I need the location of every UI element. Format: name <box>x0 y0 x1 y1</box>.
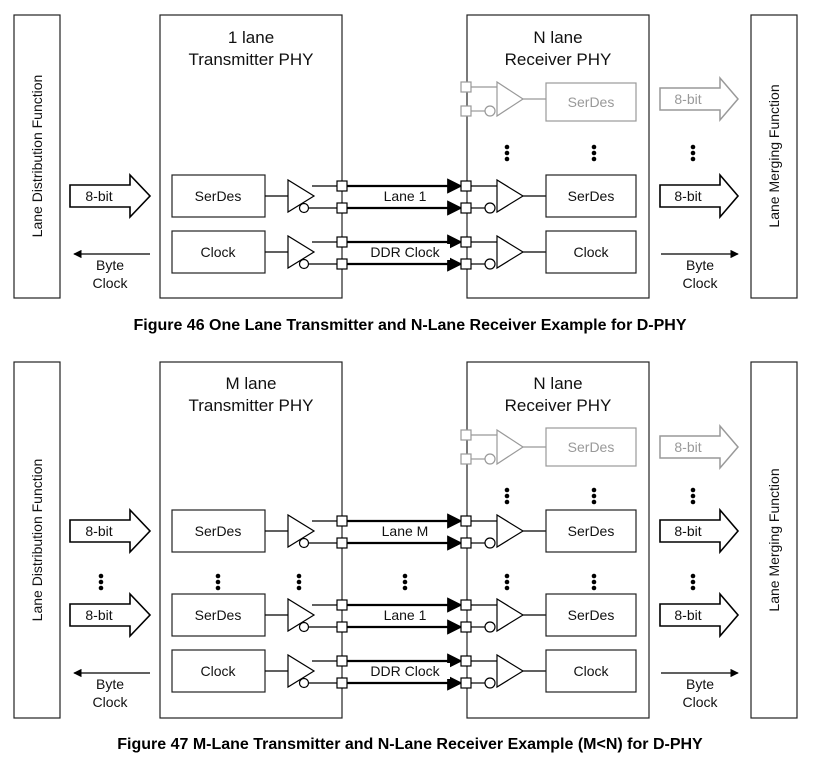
lane-distribution-label-2: Lane Distribution Function <box>29 459 45 622</box>
tx-serdes <box>171 174 266 218</box>
rx-clock <box>545 230 637 274</box>
rx-phy-title-1-2: N lane <box>533 374 582 393</box>
svg-text:SerDes: SerDes <box>195 523 242 539</box>
ellipsis-dots-2 <box>98 487 696 591</box>
tx-phy-title-1-2: M lane <box>225 374 276 393</box>
svg-text:Clock: Clock <box>200 663 236 679</box>
rx-phy-title-1: N lane <box>533 28 582 47</box>
svg-text:Byte: Byte <box>686 676 714 692</box>
tx-phy-title-1: 1 lane <box>228 28 274 47</box>
lane-m-label: Lane M <box>382 523 429 539</box>
rx-greyed-serdes-label-2: SerDes <box>568 439 615 455</box>
byte-clock-left-2: Byte Clock <box>73 668 150 710</box>
tx-serdes-label: SerDes <box>195 188 242 204</box>
lane-distribution-block-2 <box>13 361 61 719</box>
out-8bit-arrow: 8-bit <box>659 172 740 220</box>
tx-clock <box>171 230 266 274</box>
tx-phy-title-2-2: Transmitter PHY <box>188 396 313 415</box>
in-8bit-arrow: 8-bit <box>69 173 152 219</box>
rx-serdes-label: SerDes <box>568 188 615 204</box>
figure-46: Lane Distribution Function Lane Merging … <box>13 14 798 334</box>
byte-clock-right: Byte Clock <box>661 249 739 291</box>
rx-greyed-lane: SerDes <box>460 80 637 122</box>
figure-47-caption: Figure 47 M-Lane Transmitter and N-Lane … <box>117 736 703 753</box>
rx-receiver-clock <box>471 234 546 270</box>
svg-text:SerDes: SerDes <box>568 523 615 539</box>
svg-text:SerDes: SerDes <box>195 607 242 623</box>
rx-greyed-serdes-label: SerDes <box>568 94 615 110</box>
rx-serdes-m <box>545 509 637 553</box>
svg-text:8-bit: 8-bit <box>85 523 112 539</box>
byte-clock-right-2: Byte Clock <box>661 668 739 710</box>
svg-text:Clock: Clock <box>573 663 609 679</box>
rx-phy-title-2-2: Receiver PHY <box>505 396 612 415</box>
lane-distribution-block <box>13 14 61 299</box>
out-greyed-arrow: 8-bit <box>659 75 739 123</box>
out-greyed-label: 8-bit <box>674 91 701 107</box>
lane-1-bus: Lane 1 <box>347 178 463 216</box>
rx-greyed-serdes <box>545 82 637 122</box>
svg-text:Byte: Byte <box>96 257 124 273</box>
tx-phy-title-2: Transmitter PHY <box>188 50 313 69</box>
svg-text:Clock: Clock <box>682 275 718 291</box>
lane-merging-block <box>750 14 798 299</box>
svg-text:8-bit: 8-bit <box>674 523 701 539</box>
rx-phy-title-2: Receiver PHY <box>505 50 612 69</box>
ddr-clock-bus: DDR Clock <box>347 234 463 272</box>
figure-46-caption: Figure 46 One Lane Transmitter and N-Lan… <box>133 317 686 334</box>
lane-1-label-2: Lane 1 <box>384 607 427 623</box>
svg-text:Clock: Clock <box>92 694 128 710</box>
rx-serdes-1 <box>545 593 637 637</box>
out-8bit-arrow-1: 8-bit <box>659 591 740 639</box>
out-greyed-arrow-2: 8-bit <box>659 423 739 471</box>
rx-receiver-data <box>471 178 546 214</box>
tx-serdes-m <box>171 509 266 553</box>
svg-text:SerDes: SerDes <box>568 607 615 623</box>
svg-text:8-bit: 8-bit <box>674 439 701 455</box>
ddr-clock-label: DDR Clock <box>370 244 440 260</box>
rx-clock-label: Clock <box>573 244 609 260</box>
in-8bit-arrow-1: 8-bit <box>69 592 152 638</box>
tx-clock-label: Clock <box>200 244 236 260</box>
out-8bit-label: 8-bit <box>674 188 701 204</box>
rx-serdes <box>545 174 637 218</box>
svg-text:8-bit: 8-bit <box>674 607 701 623</box>
lane-distribution-label: Lane Distribution Function <box>29 75 45 238</box>
svg-text:8-bit: 8-bit <box>85 607 112 623</box>
ddr-clock-label-2: DDR Clock <box>370 663 440 679</box>
tx-driver-clock <box>265 234 337 270</box>
tx-clock-2 <box>171 649 266 693</box>
lane-merging-label-2: Lane Merging Function <box>766 468 782 611</box>
figure-47: Lane Distribution Function Lane Merging … <box>13 361 798 753</box>
svg-text:Byte: Byte <box>686 257 714 273</box>
rx-greyed-lane-2: SerDes <box>460 427 637 467</box>
ellipsis-dots <box>504 144 696 162</box>
in-8bit-label: 8-bit <box>85 188 112 204</box>
out-8bit-arrow-m: 8-bit <box>659 507 740 555</box>
svg-text:Clock: Clock <box>92 275 128 291</box>
lane-1-label: Lane 1 <box>384 188 427 204</box>
svg-text:Clock: Clock <box>682 694 718 710</box>
lane-merging-block-2 <box>750 361 798 719</box>
tx-driver-data <box>265 178 337 214</box>
svg-text:Byte: Byte <box>96 676 124 692</box>
byte-clock-left: Byte Clock <box>73 249 150 291</box>
rx-clock-2 <box>545 649 637 693</box>
in-8bit-arrow-m: 8-bit <box>69 508 152 554</box>
lane-merging-label: Lane Merging Function <box>766 84 782 227</box>
tx-serdes-1 <box>171 593 266 637</box>
